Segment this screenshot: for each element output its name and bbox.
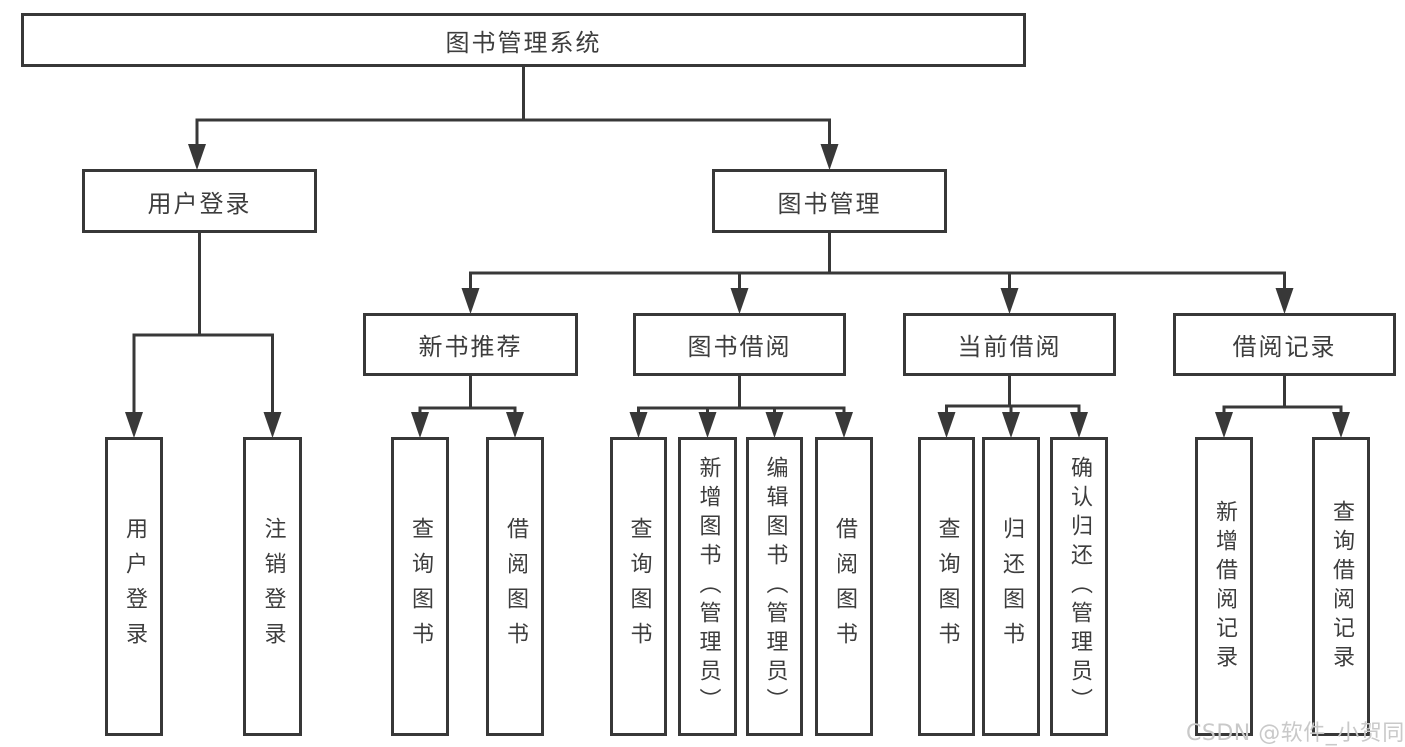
csdn-watermark: CSDN @软件_小贺同学 xyxy=(1186,721,1405,746)
connector-bookmgmt-to-level3 xyxy=(461,230,1294,314)
leaf-query-borrow-record: 查询借阅记录 xyxy=(1312,437,1370,736)
node-book-management: 图书管理 xyxy=(712,169,947,233)
node-label: 用户登录 xyxy=(122,516,147,657)
node-book-borrowing: 图书借阅 xyxy=(633,313,846,376)
node-label: 归还图书 xyxy=(999,516,1024,657)
leaf-edit-books-admin: 编辑图书（管理员） xyxy=(746,437,803,736)
node-label: 新书推荐 xyxy=(418,333,523,361)
node-user-login: 用户登录 xyxy=(82,169,317,233)
leaf-user-login: 用户登录 xyxy=(105,437,163,736)
connector-root-to-level2 xyxy=(188,65,839,170)
leaf-borrow-books-rec: 借阅图书 xyxy=(486,437,544,736)
node-label: 确认归还（管理员） xyxy=(1067,456,1092,717)
node-label: 用户登录 xyxy=(147,189,252,218)
leaf-add-borrow-record: 新增借阅记录 xyxy=(1195,437,1253,736)
connector-userlogin-to-leaves xyxy=(125,230,282,438)
node-label: 新增图书（管理员） xyxy=(695,456,721,717)
node-label: 查询图书 xyxy=(934,516,960,657)
node-label: 借阅记录 xyxy=(1232,333,1337,361)
connector-bookborrow-to-leaves xyxy=(629,373,853,438)
connector-currentborrow-to-leaves xyxy=(937,373,1088,438)
node-label: 查询借阅记录 xyxy=(1329,499,1354,674)
node-borrowing-records: 借阅记录 xyxy=(1173,313,1396,376)
node-label: 编辑图书（管理员） xyxy=(762,456,788,717)
node-label: 图书管理 xyxy=(777,189,882,218)
leaf-logout: 注销登录 xyxy=(243,437,302,736)
node-label: 借阅图书 xyxy=(832,516,857,657)
leaf-confirm-return-admin: 确认归还（管理员） xyxy=(1050,437,1108,736)
leaf-borrow-books: 借阅图书 xyxy=(815,437,873,736)
node-label: 图书管理系统 xyxy=(445,28,602,57)
connector-newbookrec-to-leaves xyxy=(411,373,524,438)
node-label: 图书借阅 xyxy=(687,333,792,361)
node-label: 注销登录 xyxy=(260,516,286,657)
node-label: 查询图书 xyxy=(408,516,433,657)
leaf-query-books-rec: 查询图书 xyxy=(391,437,449,736)
node-label: 新增借阅记录 xyxy=(1212,499,1237,674)
leaf-query-books-borrow: 查询图书 xyxy=(610,437,667,736)
node-label: 查询图书 xyxy=(626,516,652,657)
leaf-query-books-current: 查询图书 xyxy=(918,437,975,736)
leaf-add-books-admin: 新增图书（管理员） xyxy=(678,437,737,736)
node-library-management-system: 图书管理系统 xyxy=(21,13,1026,67)
node-label: 借阅图书 xyxy=(503,516,528,657)
node-label: 当前借阅 xyxy=(957,333,1062,361)
leaf-return-books: 归还图书 xyxy=(982,437,1040,736)
node-new-book-recommendation: 新书推荐 xyxy=(363,313,578,376)
connector-borrowrecords-to-leaves xyxy=(1215,373,1350,438)
node-current-borrowing: 当前借阅 xyxy=(903,313,1116,376)
